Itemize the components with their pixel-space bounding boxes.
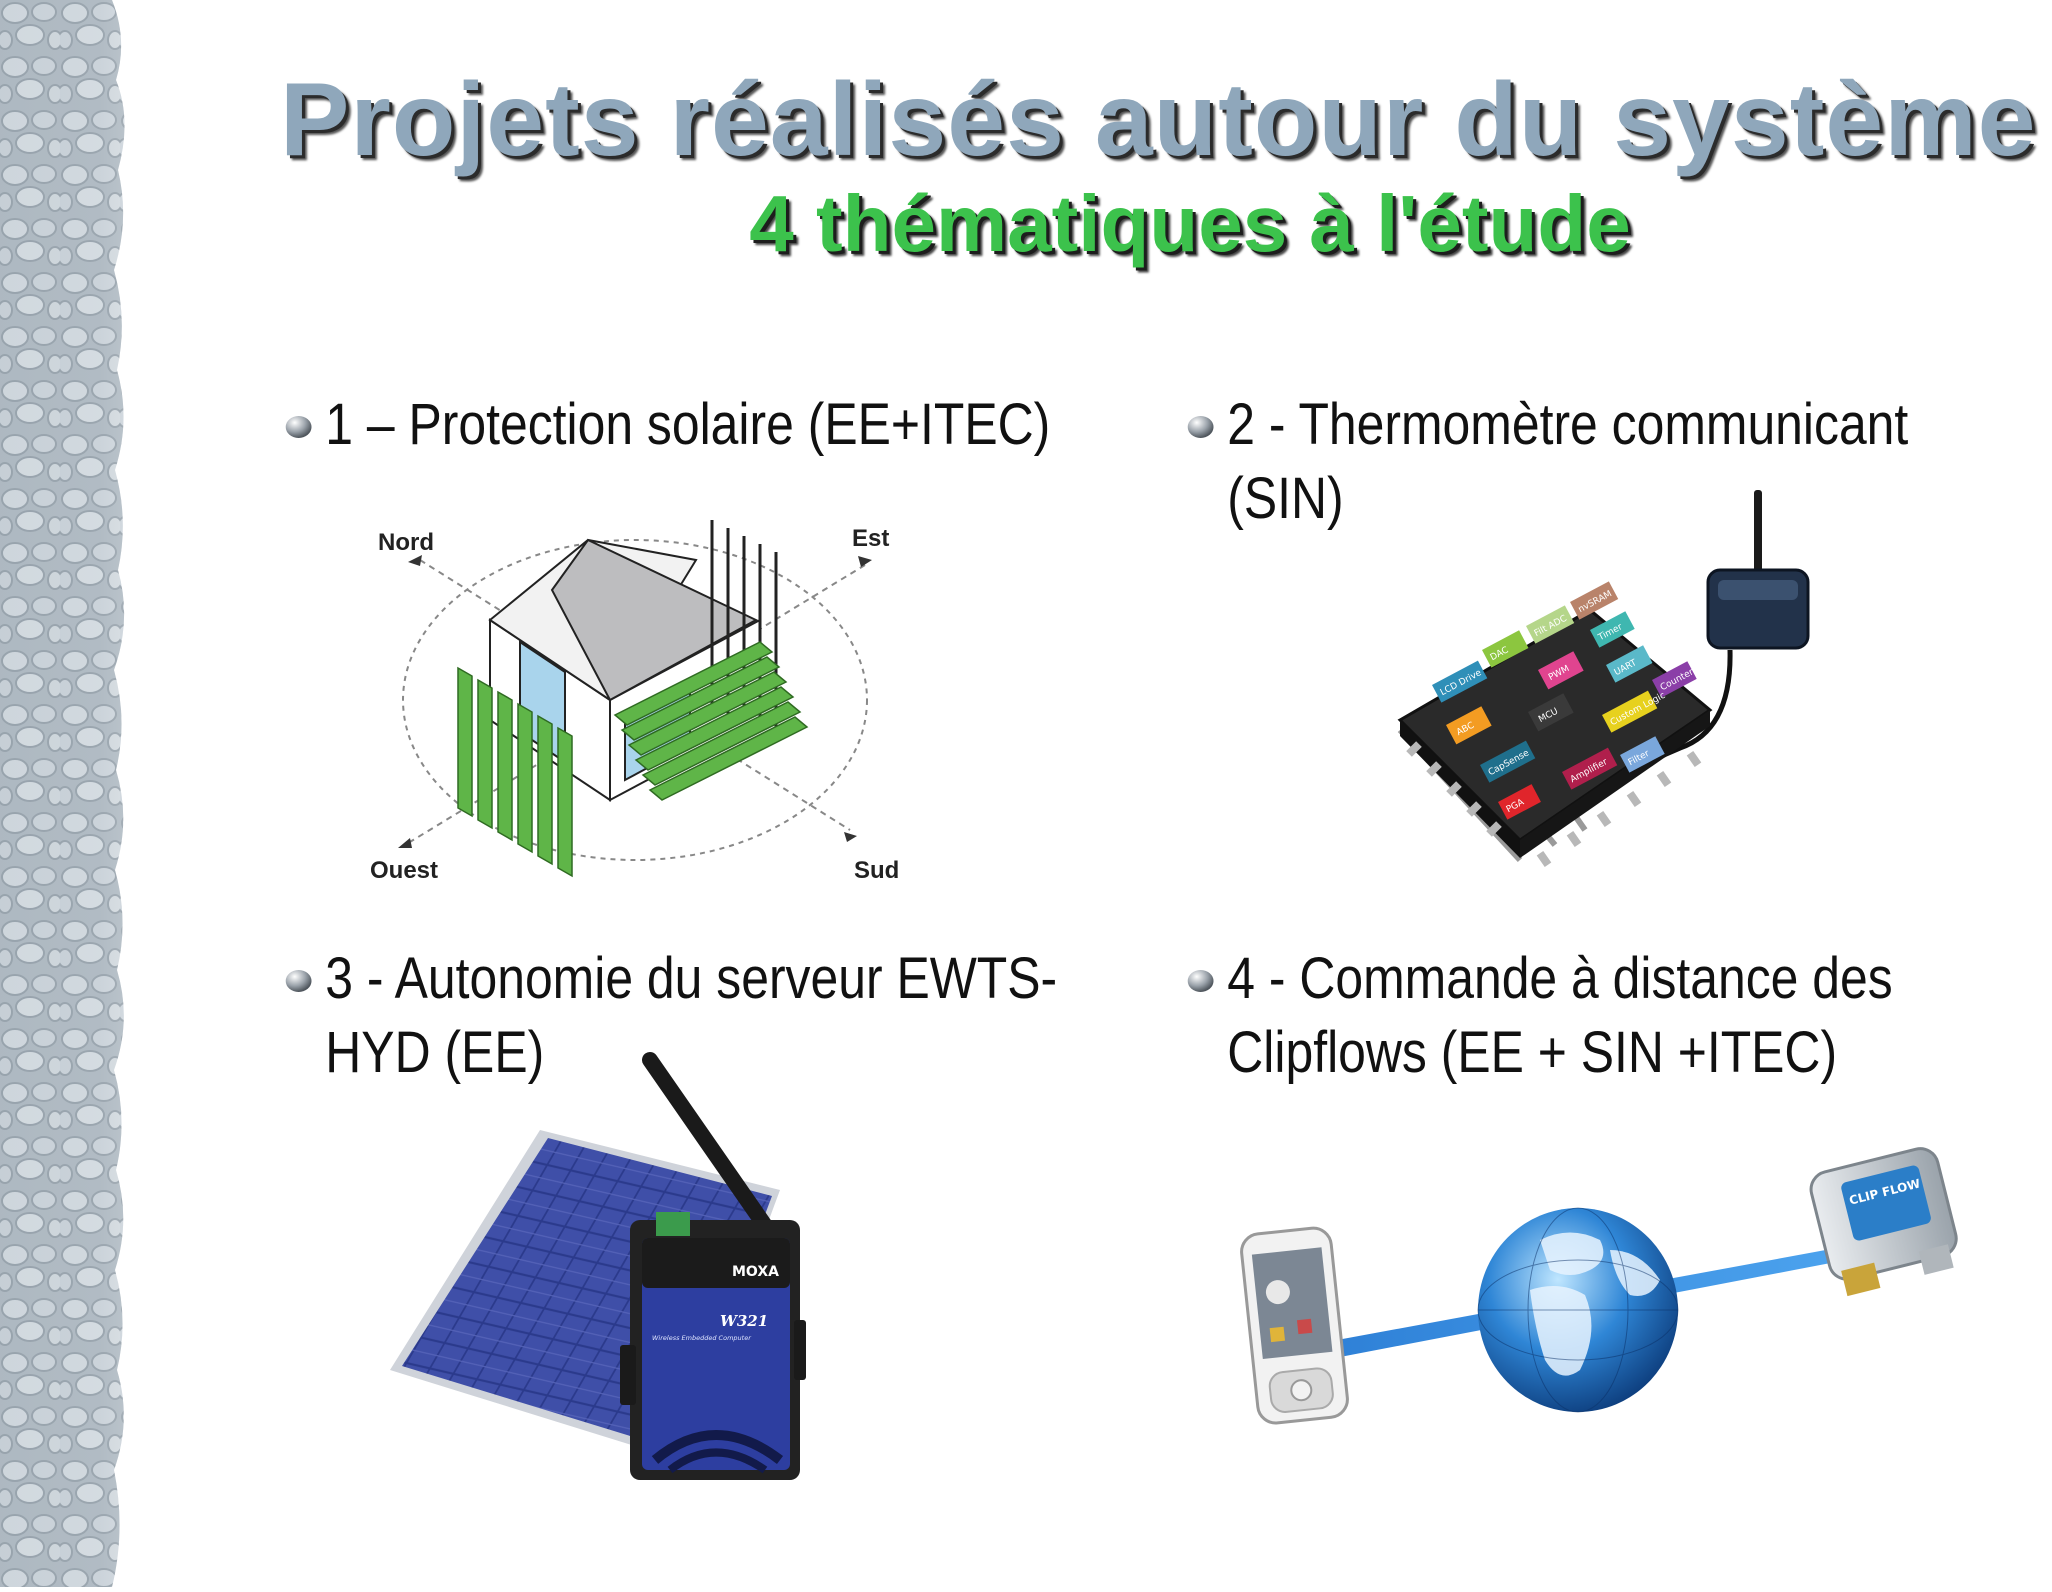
bullet-item-2: 2 - Thermomètre communicant (SIN): [1186, 388, 1908, 536]
device-model: W321: [720, 1312, 768, 1330]
stone-border-strip: [0, 0, 132, 1587]
remote-control-figure: CLIP FLOW: [1240, 1130, 1980, 1480]
psoc-chip-figure: LCD Drive DAC Filt ADC nvSRAM Timer PWM …: [1380, 480, 1820, 880]
solar-protection-figure: Nord Est Ouest Sud: [360, 500, 920, 900]
sphere-bullet-icon: [284, 388, 325, 462]
compass-label-east: Est: [852, 525, 889, 552]
bullet-label: 2 - Thermomètre communicant (SIN): [1227, 392, 1909, 531]
compass-label-south: Sud: [854, 857, 899, 884]
bullet-item-3: 3 - Autonomie du serveur EWTS- HYD (EE): [284, 942, 1057, 1090]
bullet-item-1: 1 – Protection solaire (EE+ITEC): [284, 388, 1050, 462]
sphere-bullet-icon: [284, 942, 325, 1016]
compass-label-west: Ouest: [370, 857, 438, 884]
smartphone-icon: [1240, 1226, 1349, 1425]
bullet-label: 1 – Protection solaire (EE+ITEC): [325, 392, 1051, 457]
sphere-bullet-icon: [1186, 942, 1227, 1016]
antenna-icon: [642, 1052, 776, 1238]
clipflow-device: CLIP FLOW: [1809, 1147, 1958, 1297]
solar-panel-server-figure: MOXA W321 Wireless Embedded Computer: [380, 1040, 840, 1490]
bullet-item-4: 4 - Commande à distance des Clipflows (E…: [1186, 942, 1893, 1090]
sphere-bullet-icon: [1186, 388, 1227, 462]
slide-subtitle: 4 thématiques à l'étude: [749, 179, 1631, 268]
terminal-block-icon: [656, 1212, 690, 1236]
device-tagline: Wireless Embedded Computer: [652, 1334, 752, 1342]
device-brand: MOXA: [732, 1264, 779, 1280]
antenna-icon: [1754, 490, 1762, 580]
bullet-label: 4 - Commande à distance des Clipflows (E…: [1227, 946, 1893, 1085]
slide-title: Projets réalisés autour du système: [280, 62, 2037, 178]
compass-label-north: Nord: [378, 529, 434, 556]
bullet-label: 3 - Autonomie du serveur EWTS- HYD (EE): [325, 946, 1058, 1085]
